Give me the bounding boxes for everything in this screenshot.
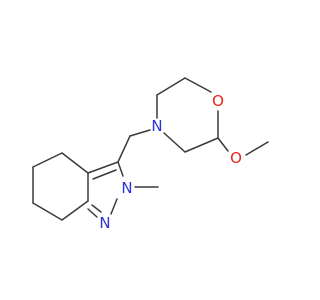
bond-c-o-top <box>184 77 212 93</box>
bond-o-ch3 <box>245 141 269 156</box>
pyrazole-n2-label: N <box>121 179 132 197</box>
bond-n1-c7a-a <box>87 208 98 218</box>
bonds <box>32 77 269 221</box>
bond-c-o-methoxy <box>217 137 229 152</box>
bond-c6-c7 <box>32 202 63 221</box>
bond-c3a-c3-a <box>87 161 119 174</box>
molecule-structure: N O O N N <box>32 77 269 232</box>
bond-c3-n2 <box>117 161 124 177</box>
bond-c-c-top-left <box>156 77 186 96</box>
atom-labels: N O O N N <box>99 92 242 232</box>
bond-n1-c7a-b <box>91 204 102 213</box>
bond-c4-c5 <box>32 152 63 168</box>
bond-c-n-bottom <box>163 132 186 153</box>
bond-n-ch2 <box>129 129 151 137</box>
bond-ch2-c3 <box>117 135 131 163</box>
morpholine-oxygen-label: O <box>212 92 224 110</box>
bond-c-c-bottom-right <box>184 137 219 153</box>
morpholine-nitrogen-label: N <box>151 117 162 135</box>
bond-c7-c7a <box>61 200 89 221</box>
bond-c3a-c3-b <box>92 169 117 180</box>
bond-n2-n1 <box>110 198 118 215</box>
pyrazole-n1-label: N <box>99 214 110 232</box>
bond-c3a-c4 <box>61 152 89 174</box>
methoxy-oxygen-label: O <box>230 149 242 167</box>
